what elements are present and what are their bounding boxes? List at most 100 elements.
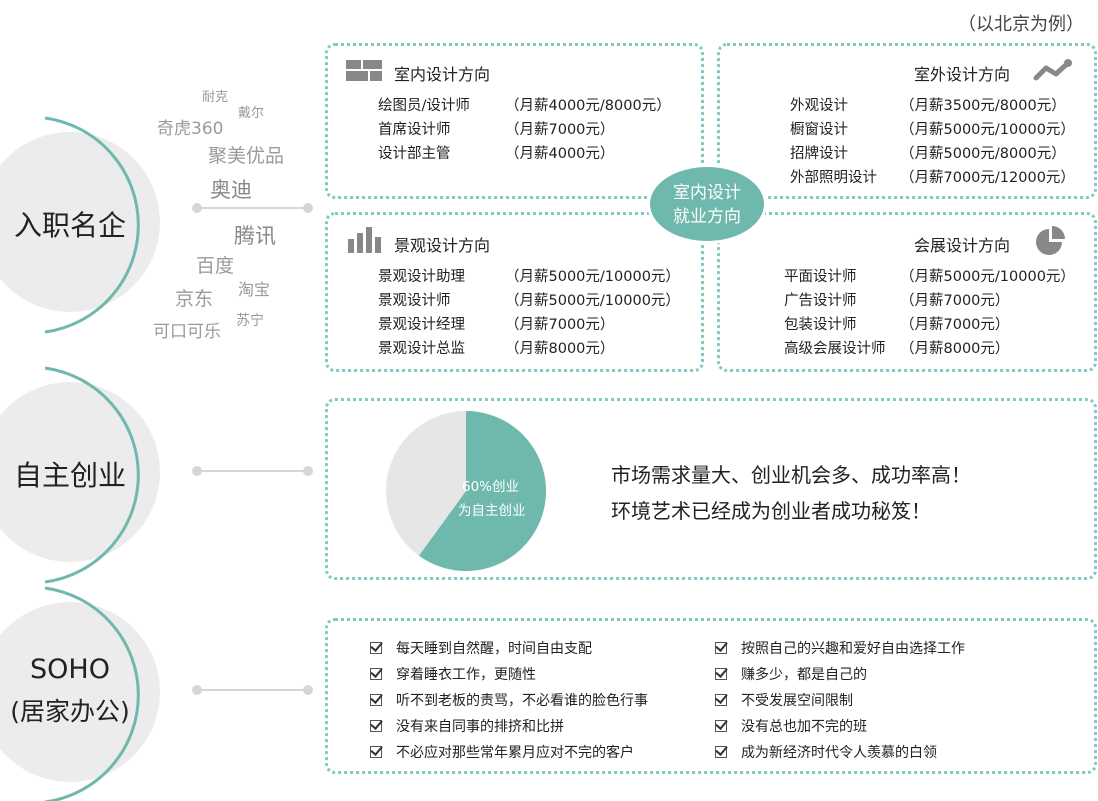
- checkbox-icon: [370, 746, 382, 758]
- job-role: 广告设计师: [784, 293, 857, 309]
- soho-benefit-item: 成为新经济时代令人羡慕的白领: [715, 742, 937, 762]
- brand-name: 奥迪: [210, 178, 252, 202]
- job-row: 绘图员/设计师 （月薪4000元/8000元）: [378, 94, 671, 115]
- soho-benefit-item: 每天睡到自然醒，时间自由支配: [370, 638, 592, 658]
- benefit-text: 赚多少，都是自己的: [741, 667, 867, 683]
- connector-dot: [303, 685, 313, 695]
- job-row: 橱窗设计 （月薪5000元/10000元）: [790, 118, 1075, 139]
- center-badge: 室内设计 就业方向: [647, 164, 767, 244]
- job-row: 首席设计师 （月薪7000元）: [378, 118, 614, 139]
- pie-chart-icon: [1036, 226, 1065, 255]
- job-row: 外部照明设计 （月薪7000元/12000元）: [790, 166, 1075, 187]
- box-title: 室内设计方向: [394, 65, 491, 84]
- job-row: 包装设计师（月薪7000元）: [784, 313, 1009, 334]
- job-role: 高级会展设计师: [784, 341, 886, 357]
- box-title: 室外设计方向: [914, 65, 1011, 84]
- checkbox-icon: [715, 642, 727, 654]
- job-row: 景观设计总监 （月薪8000元）: [378, 337, 614, 358]
- job-row: 招牌设计 （月薪5000元/8000元）: [790, 142, 1066, 163]
- connector-line: [197, 689, 307, 691]
- job-salary: （月薪5000元/10000元）: [900, 269, 1075, 285]
- job-role: 绘图员/设计师: [378, 98, 470, 114]
- checkbox-icon: [715, 720, 727, 732]
- brand-name: 苏宁: [236, 313, 264, 329]
- box-soho: 每天睡到自然醒，时间自由支配 穿着睡衣工作，更随性 听不到老板的责骂，不必看谁的…: [325, 618, 1097, 774]
- circle-label: SOHO: [30, 654, 110, 685]
- soho-benefit-item: 没有来自同事的排挤和比拼: [370, 716, 564, 736]
- job-role: 招牌设计: [790, 146, 848, 162]
- brand-name: 戴尔: [238, 106, 265, 121]
- soho-benefit-item: 不必应对那些常年累月应对不完的客户: [370, 742, 634, 762]
- box-title: 会展设计方向: [914, 236, 1011, 255]
- job-salary: （月薪8000元）: [505, 341, 615, 357]
- brand-name: 淘宝: [238, 280, 271, 299]
- connector-dot: [303, 466, 313, 476]
- checkbox-icon: [715, 668, 727, 680]
- checkbox-icon: [370, 720, 382, 732]
- circle-famous-companies: 入职名企: [0, 132, 160, 312]
- brand-name: 耐克: [202, 90, 229, 105]
- soho-benefit-item: 听不到老板的责骂，不必看谁的脸色行事: [370, 690, 648, 710]
- soho-benefit-item: 不受发展空间限制: [715, 690, 853, 710]
- checkbox-icon: [370, 642, 382, 654]
- teal-arc: [44, 116, 140, 334]
- brand-name: 可口可乐: [153, 322, 221, 342]
- benefit-text: 听不到老板的责骂，不必看谁的脸色行事: [396, 693, 648, 709]
- job-salary: （月薪4000元/8000元）: [505, 98, 671, 114]
- job-role: 首席设计师: [378, 122, 451, 138]
- startup-slogan: 环境艺术已经成为创业者成功秘笈！: [611, 499, 931, 523]
- region-note: （以北京为例）: [958, 14, 1084, 35]
- checkbox-icon: [715, 746, 727, 758]
- job-salary: （月薪7000元）: [505, 122, 615, 138]
- circle-label: 自主创业: [13, 459, 126, 492]
- job-salary: （月薪7000元/12000元）: [900, 170, 1075, 186]
- job-row: 外观设计 （月薪3500元/8000元）: [790, 94, 1066, 115]
- box-title: 景观设计方向: [394, 236, 491, 255]
- job-row: 设计部主管（月薪4000元）: [378, 142, 614, 163]
- job-row: 高级会展设计师 （月薪8000元）: [784, 337, 1009, 358]
- circle-startup: 自主创业: [0, 382, 160, 562]
- job-row: 景观设计经理 （月薪7000元）: [378, 313, 614, 334]
- job-salary: （月薪7000元）: [505, 317, 615, 333]
- box-exterior-design: 室外设计方向 外观设计 （月薪3500元/8000元） 橱窗设计 （月薪5000元/…: [717, 43, 1097, 199]
- benefit-text: 每天睡到自然醒，时间自由支配: [396, 641, 592, 657]
- job-salary: （月薪5000元/10000元）: [505, 293, 680, 309]
- box-interior-design: 室内设计方向 绘图员/设计师 （月薪4000元/8000元） 首席设计师 （月薪70…: [325, 43, 704, 199]
- trend-line-icon: [1033, 59, 1072, 81]
- benefit-text: 不受发展空间限制: [741, 693, 853, 709]
- job-role: 外部照明设计: [790, 170, 877, 186]
- job-salary: （月薪7000元）: [900, 317, 1010, 333]
- box-exhibition-design: 会展设计方向 平面设计师 （月薪5000元/10000元） 广告设计师 （月薪700…: [717, 212, 1097, 372]
- circle-label: 入职名企: [13, 209, 126, 242]
- brand-name: 百度: [196, 255, 235, 277]
- job-salary: （月薪7000元）: [900, 293, 1010, 309]
- job-salary: （月薪5000元/10000元）: [900, 122, 1075, 138]
- pie-slice-startup: [418, 411, 546, 571]
- job-role: 景观设计师: [378, 293, 451, 309]
- job-role: 平面设计师: [784, 269, 857, 285]
- soho-benefit-item: 没有总也加不完的班: [715, 716, 867, 736]
- job-role: 景观设计经理: [378, 317, 465, 333]
- benefit-text: 不必应对那些常年累月应对不完的客户: [396, 745, 634, 761]
- job-salary: （月薪3500元/8000元）: [900, 98, 1066, 114]
- connector-line: [197, 207, 307, 209]
- teal-arc: [44, 366, 140, 584]
- badge-line: 室内设计: [673, 183, 741, 203]
- job-salary: （月薪8000元）: [900, 341, 1010, 357]
- job-salary: （月薪5000元/8000元）: [900, 146, 1066, 162]
- job-role: 景观设计总监: [378, 341, 465, 357]
- job-role: 橱窗设计: [790, 122, 848, 138]
- benefit-text: 成为新经济时代令人羡慕的白领: [741, 745, 937, 761]
- box-landscape-design: 景观设计方向 景观设计助理（月薪5000元/10000元） 景观设计师 （月薪50…: [325, 212, 704, 372]
- job-role: 外观设计: [790, 98, 848, 114]
- brand-name: 奇虎360: [157, 119, 224, 139]
- job-role: 设计部主管: [378, 146, 451, 162]
- job-row: 景观设计助理（月薪5000元/10000元）: [378, 265, 680, 286]
- benefit-text: 没有总也加不完的班: [741, 719, 867, 735]
- brand-name: 聚美优品: [208, 145, 285, 167]
- benefit-text: 没有来自同事的排挤和比拼: [396, 719, 564, 735]
- job-row: 广告设计师 （月薪7000元）: [784, 289, 1009, 310]
- teal-arc: [44, 586, 140, 801]
- checkbox-icon: [370, 668, 382, 680]
- blocks-icon: [346, 60, 382, 81]
